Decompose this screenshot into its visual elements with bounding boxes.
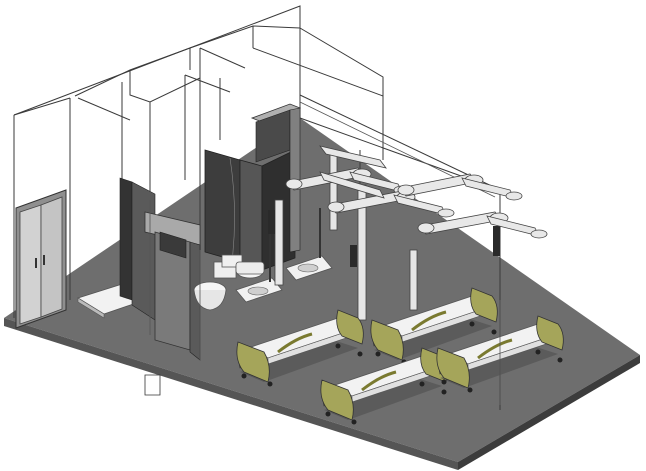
ceiling-boom-4 (417, 211, 548, 239)
foundation-stub (144, 374, 161, 396)
ceiling-boom-1 (285, 167, 411, 195)
hospital-bed-2 (370, 287, 498, 365)
ceiling-boom-3 (397, 173, 523, 201)
boom-arm-extra (319, 171, 385, 199)
hospital-bed-3 (320, 347, 448, 425)
floor-top-surface (4, 118, 640, 462)
toilet-2 (221, 254, 265, 279)
wall-wireframe-front (149, 200, 501, 405)
ceiling-booms (285, 145, 548, 239)
sink-2 (285, 208, 333, 281)
hospital-bed-1 (236, 309, 364, 387)
floor-front-edge (4, 318, 458, 470)
floor-side-edge (458, 355, 640, 470)
entry-door[interactable] (15, 189, 67, 329)
toilet-partition-1 (144, 211, 201, 361)
hospital-beds (236, 287, 564, 425)
boom-mount-upper (319, 145, 387, 169)
tall-door-panel (250, 103, 302, 253)
hospital-bed-4 (436, 315, 564, 393)
